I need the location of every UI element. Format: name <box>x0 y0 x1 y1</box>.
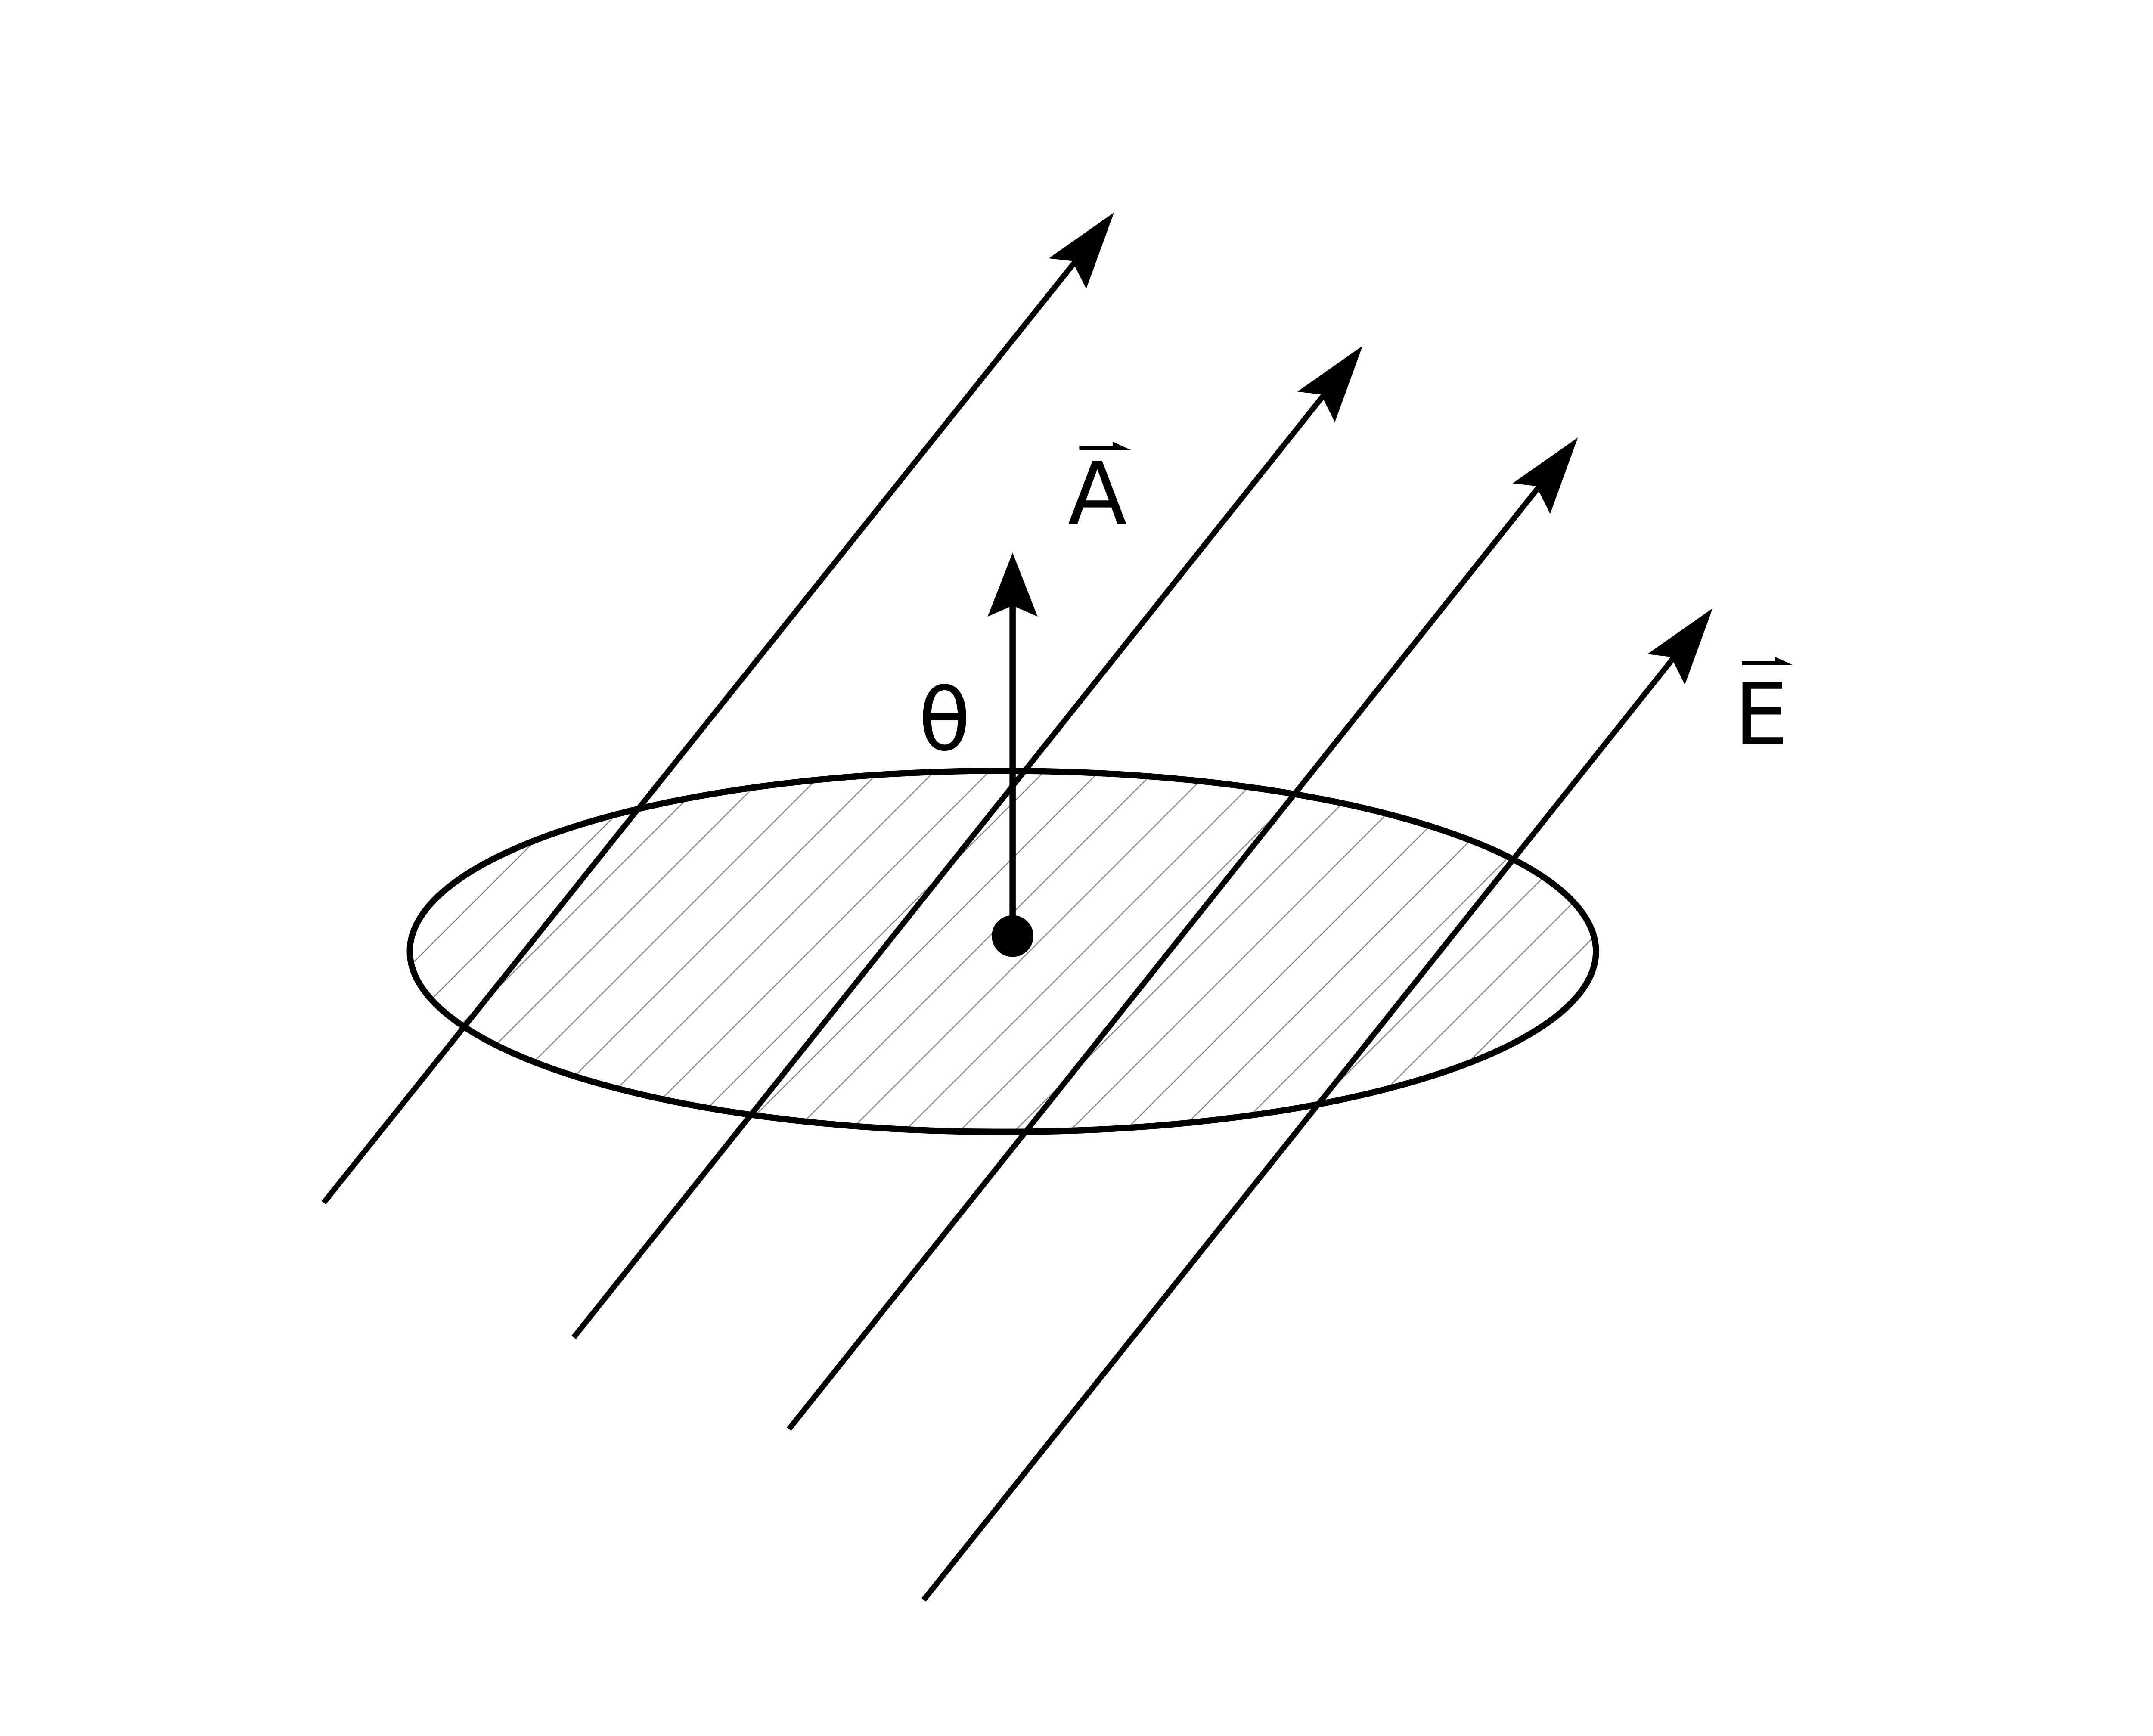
arrowhead-icon <box>1512 437 1578 514</box>
field-line-3 <box>787 474 1550 1431</box>
arrowhead-icon <box>1297 346 1363 422</box>
label-A: A <box>1068 444 1127 544</box>
vector-arrow-icon <box>1079 441 1131 450</box>
label-field-vector: E <box>1734 657 1793 765</box>
surface-outline <box>406 767 1599 1135</box>
label-theta: θ <box>918 670 971 771</box>
surface-center-dot <box>992 915 1034 957</box>
area-vector <box>987 552 1038 957</box>
label-E: E <box>1734 665 1788 765</box>
field-line-4 <box>921 645 1685 1602</box>
label-area-vector: A <box>1068 441 1131 544</box>
vector-arrow-icon <box>1742 657 1793 666</box>
field-line-1 <box>321 249 1086 1205</box>
field-lines <box>321 212 1713 1602</box>
arrowhead-icon <box>1647 608 1713 685</box>
field-line-2 <box>571 383 1334 1339</box>
arrowhead-icon <box>987 552 1038 617</box>
arrowhead-icon <box>1049 212 1114 289</box>
